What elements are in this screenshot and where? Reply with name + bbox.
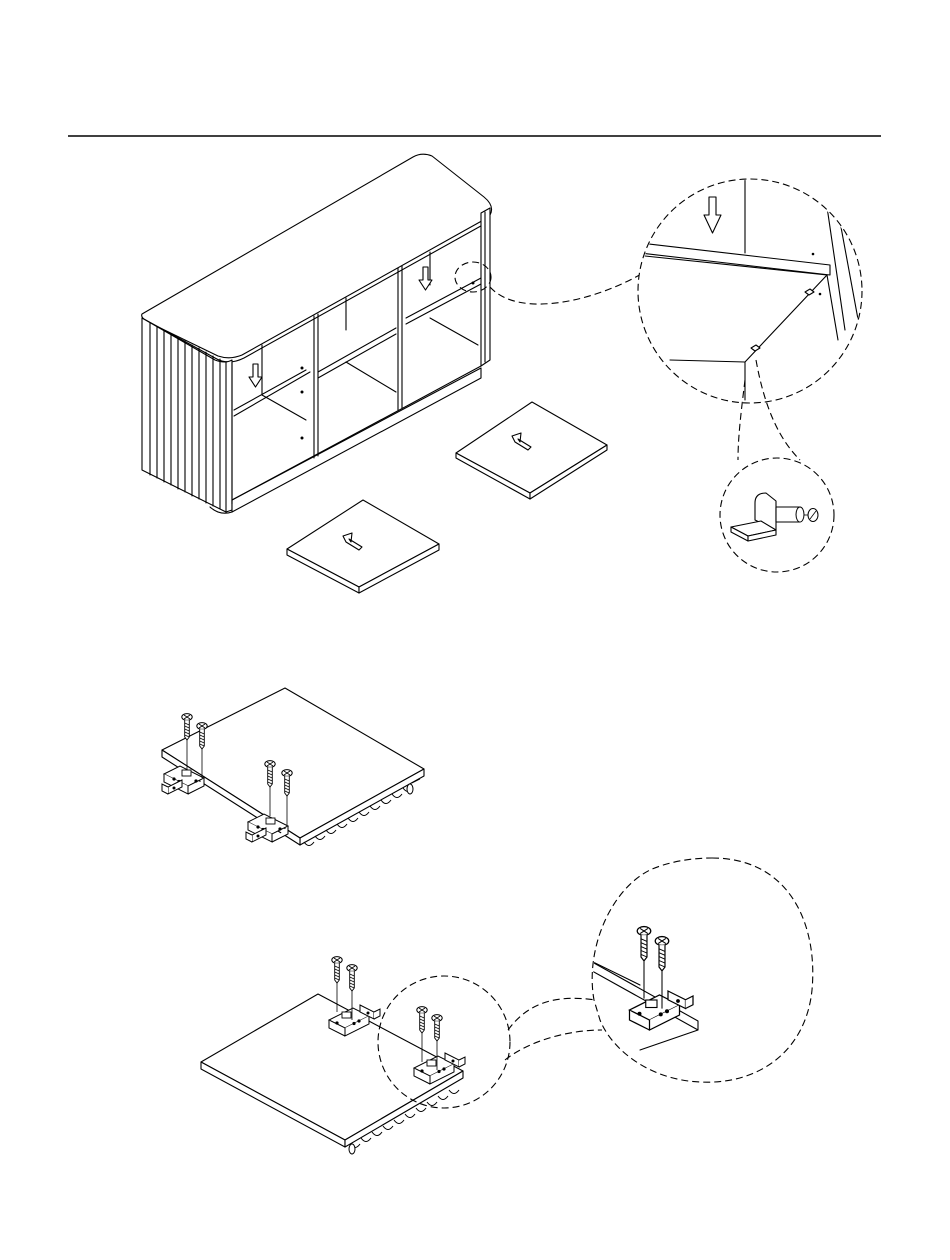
- shelf-panel: [456, 402, 607, 499]
- door-panel-step2: [162, 688, 424, 846]
- shelf-pin-callout: [720, 458, 834, 572]
- shelf-panel: [287, 500, 439, 593]
- hinge-detail-magnified: [585, 858, 813, 1082]
- door-panel-step3: [201, 957, 602, 1154]
- shelf-detail-magnified: [638, 170, 862, 460]
- down-arrow-icon: [249, 364, 262, 387]
